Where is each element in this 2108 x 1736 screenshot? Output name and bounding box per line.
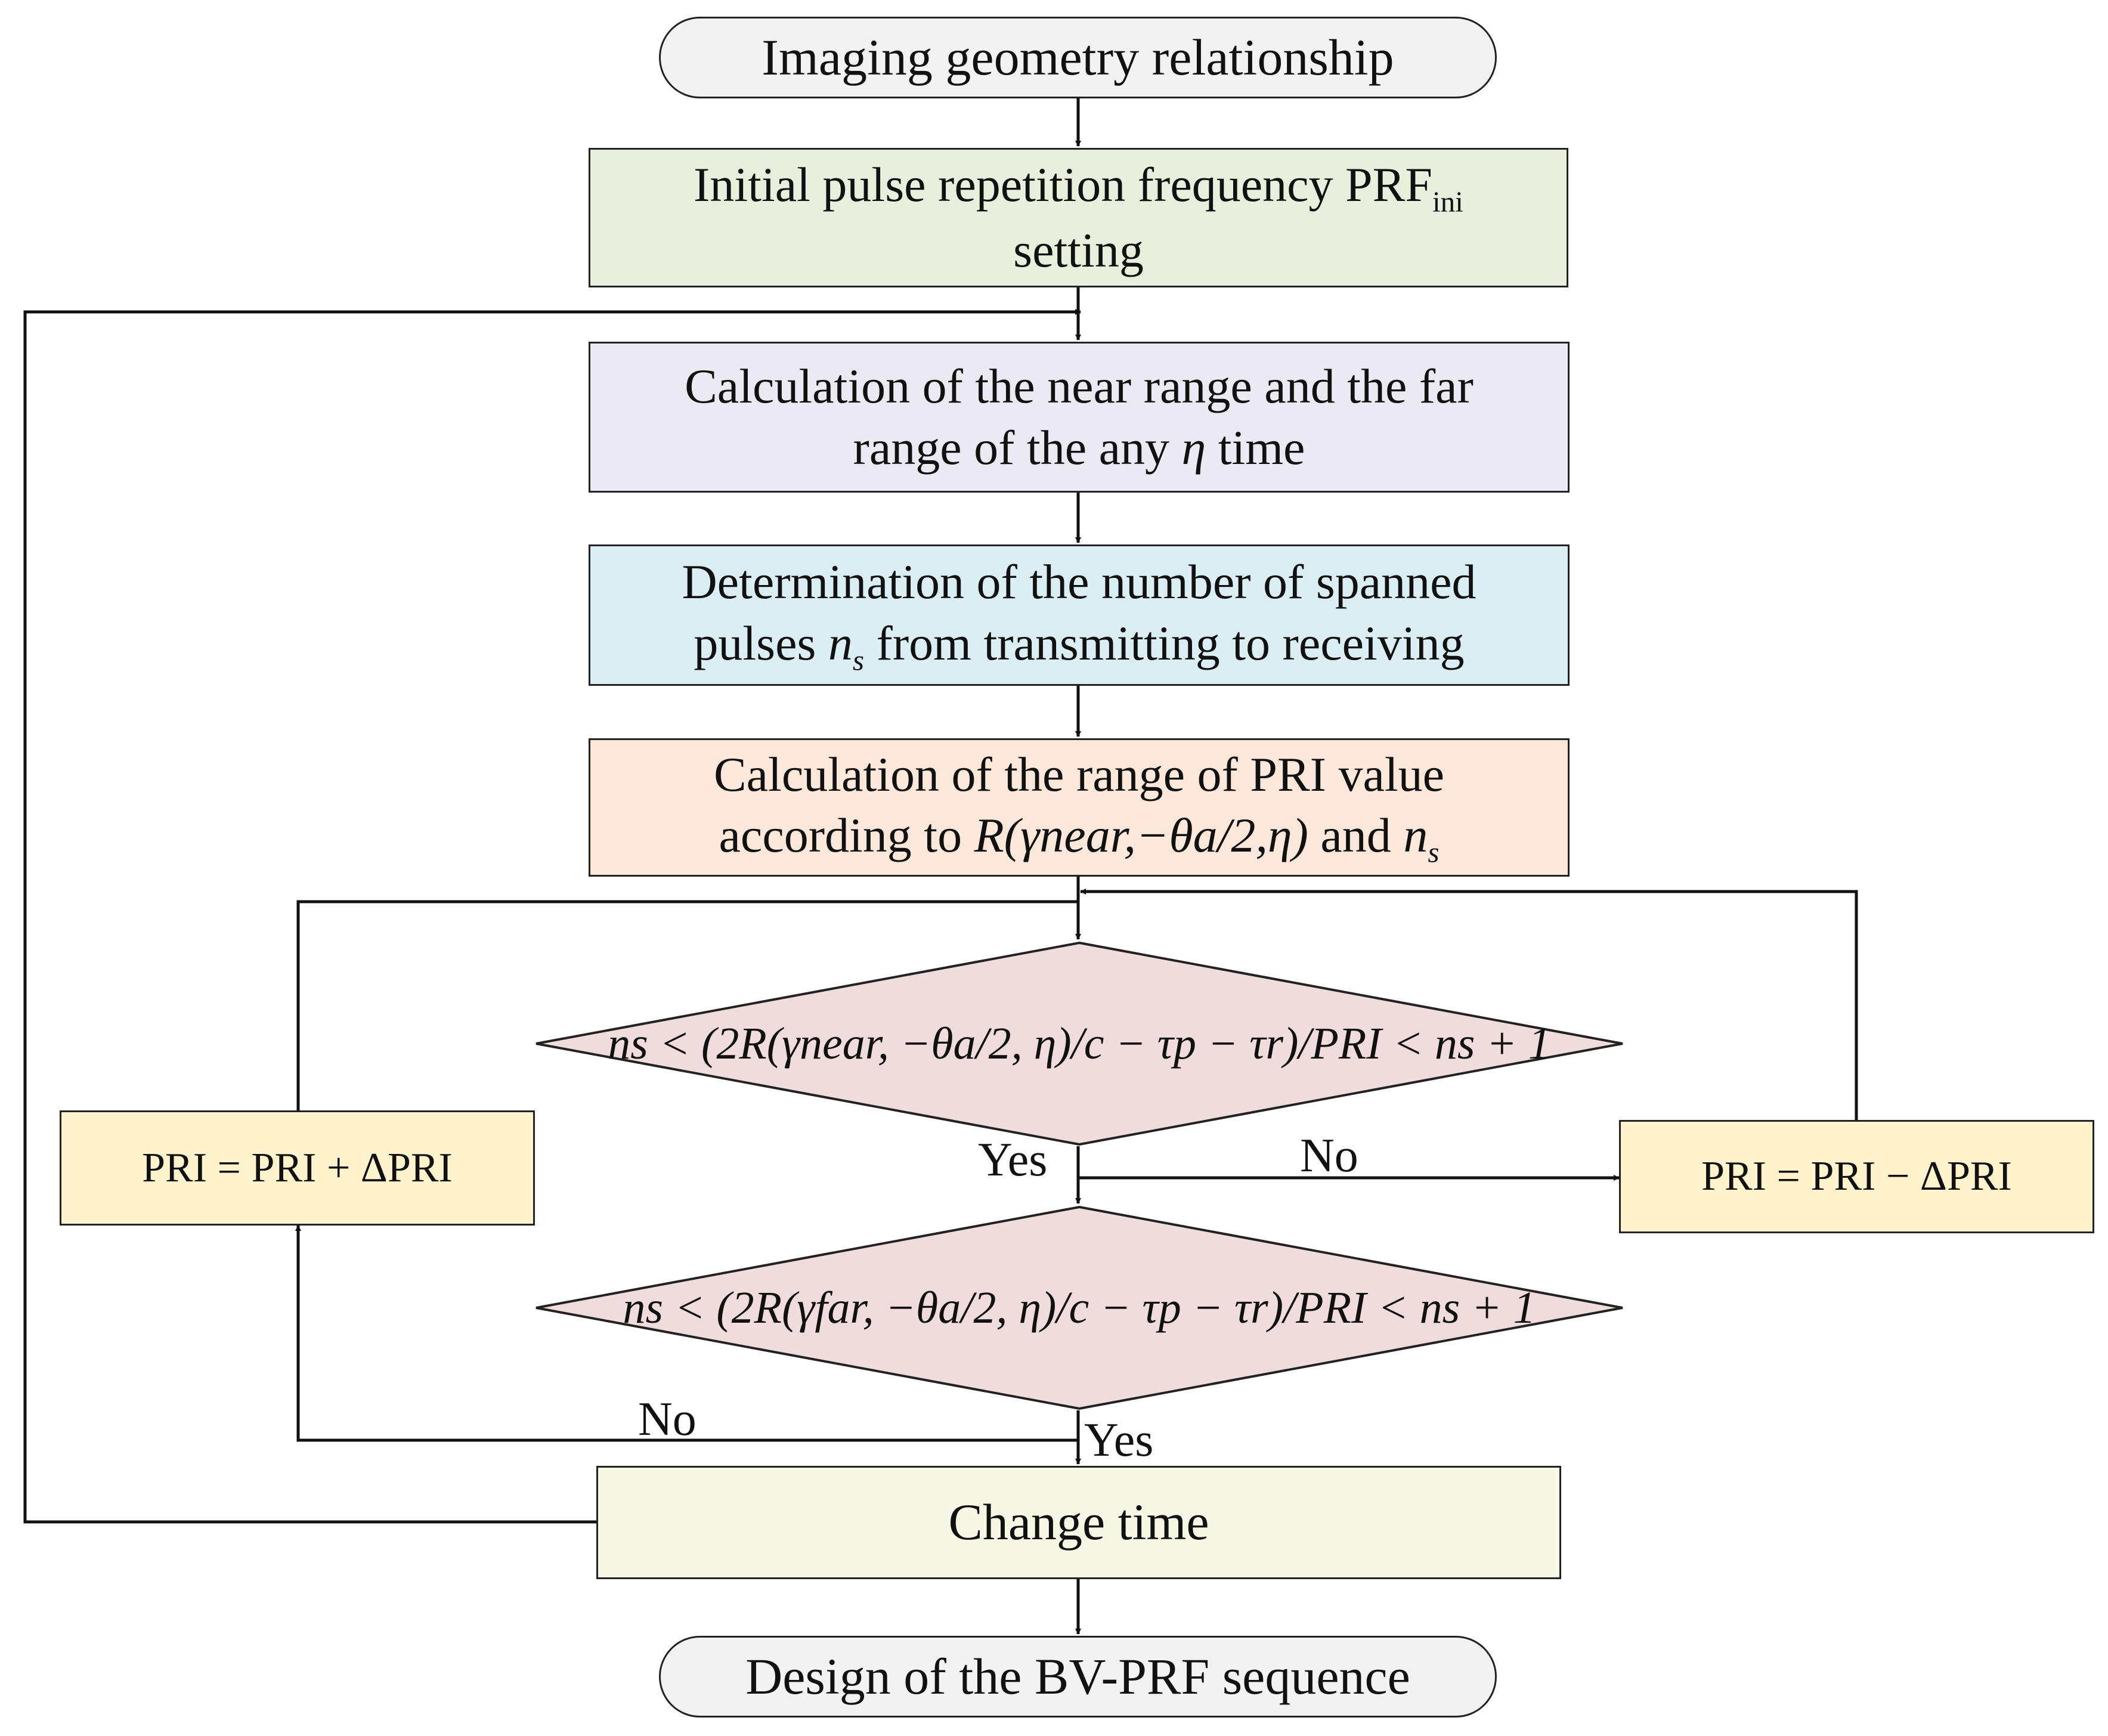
start-terminal: Imaging geometry relationship — [659, 17, 1497, 98]
ns-symbol: n — [828, 615, 853, 670]
label-yes-far: Yes — [1084, 1414, 1154, 1466]
ns-symbol-2: n — [1403, 808, 1428, 863]
pri-decrease-text: PRI = PRI − ΔPRI — [1701, 1153, 2012, 1200]
eta-symbol: η — [1181, 420, 1206, 475]
prf-init-line1: Initial pulse repetition frequency PRF — [694, 157, 1432, 212]
spanned-line1: Determination of the number of spanned — [682, 555, 1476, 609]
arrow-increase-loop — [296, 900, 1078, 1110]
cond-far-diamond — [535, 1205, 1623, 1410]
spanned-line2-pre: pulses — [694, 615, 828, 670]
prf-init-box: Initial pulse repetition frequency PRFin… — [589, 148, 1568, 287]
arrow-change-loop — [23, 309, 1081, 1524]
label-no-far: No — [638, 1393, 697, 1446]
pri-range-line2-pre: according to — [719, 808, 974, 863]
prf-init-sub: ini — [1432, 185, 1463, 218]
near-far-line1: Calculation of the near range and the fa… — [685, 359, 1474, 413]
end-terminal-text: Design of the BV-PRF sequence — [745, 1647, 1410, 1705]
spanned-line2-post: from transmitting to receiving — [864, 615, 1465, 670]
start-terminal-text: Imaging geometry relationship — [762, 28, 1394, 86]
near-far-line2-post: time — [1206, 420, 1305, 475]
ns-sub: s — [852, 643, 865, 677]
near-far-line2-pre: range of the any — [853, 420, 1182, 475]
cond-near-text: ns < (2R(γnear, −θa/2, η)/c − τp − τr)/P… — [608, 1018, 1551, 1069]
arrow-decrease-loop — [1080, 889, 1858, 1120]
ns-sub-2: s — [1428, 835, 1440, 869]
cond-far-text: ns < (2R(γfar, −θa/2, η)/c − τp − τr)/PR… — [623, 1282, 1536, 1333]
change-time-box: Change time — [596, 1466, 1561, 1579]
pri-range-formula: R(γnear,−θa/2,η) — [974, 808, 1308, 863]
pri-range-box: Calculation of the range of PRI value ac… — [589, 738, 1570, 877]
spanned-pulses-box: Determination of the number of spanned p… — [589, 544, 1570, 686]
cond-near-formula: ns < (2R(γnear, −θa/2, η)/c − τp − τr)/P… — [593, 1008, 1565, 1079]
pri-increase-text: PRI = PRI + ΔPRI — [142, 1144, 453, 1191]
pri-decrease-box: PRI = PRI − ΔPRI — [1619, 1120, 2094, 1233]
label-yes-near: Yes — [978, 1134, 1048, 1186]
cond-near-diamond — [535, 941, 1623, 1146]
pri-increase-box: PRI = PRI + ΔPRI — [60, 1110, 535, 1226]
change-time-text: Change time — [948, 1493, 1209, 1551]
pri-range-line2-mid: and — [1308, 808, 1404, 863]
arrow-cond-far-no — [295, 1225, 1078, 1442]
label-no-near: No — [1300, 1130, 1358, 1182]
end-terminal: Design of the BV-PRF sequence — [659, 1636, 1497, 1718]
pri-range-line1: Calculation of the range of PRI value — [713, 747, 1445, 802]
prf-init-line2: setting — [1013, 222, 1144, 277]
cond-far-formula: ns < (2R(γfar, −θa/2, η)/c − τp − τr)/PR… — [593, 1272, 1565, 1344]
near-far-box: Calculation of the near range and the fa… — [589, 342, 1570, 493]
